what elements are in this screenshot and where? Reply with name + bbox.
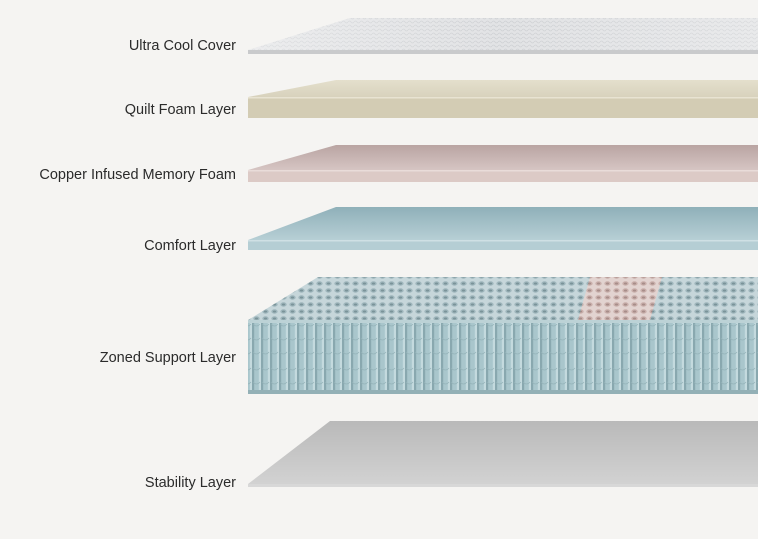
label-copper-memory-foam: Copper Infused Memory Foam	[39, 167, 236, 183]
layer-quilt-foam	[248, 80, 758, 118]
label-quilt-foam-layer: Quilt Foam Layer	[124, 102, 236, 118]
label-zoned-support-layer: Zoned Support Layer	[99, 350, 236, 366]
label-comfort-layer: Comfort Layer	[144, 238, 236, 254]
label-ultra-cool-cover: Ultra Cool Cover	[128, 38, 236, 54]
layer-comfort	[248, 207, 758, 250]
label-stability-layer: Stability Layer	[144, 475, 236, 491]
layer-zoned-support	[248, 277, 758, 394]
layer-ultra-cool-cover	[248, 18, 758, 54]
layer-copper-memory-foam	[248, 145, 758, 182]
layer-stability	[248, 421, 758, 487]
